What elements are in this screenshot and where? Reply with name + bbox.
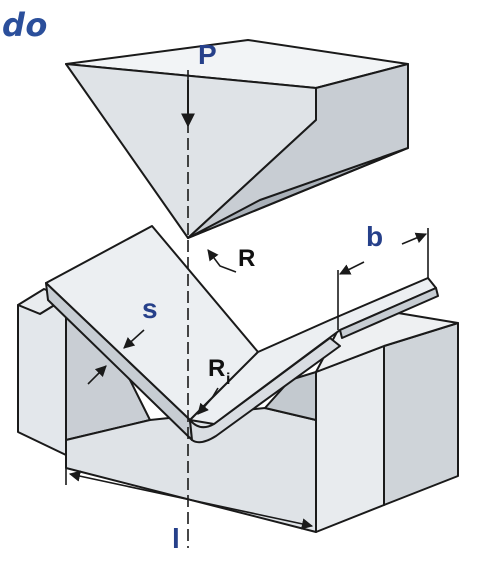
label-outer-radius: R [238, 245, 255, 272]
label-thickness-s: s [142, 293, 158, 324]
die-right-side-face [383, 322, 459, 506]
sheet-bend [189, 337, 341, 444]
title-fragment: do [2, 6, 48, 44]
punch [65, 39, 409, 239]
label-inner-radius-subscript: i [226, 371, 230, 388]
annotations [65, 70, 429, 548]
thickness-arrow-upper [123, 329, 145, 349]
label-width-b: b [366, 221, 383, 252]
punch-bevel [187, 147, 409, 239]
outer-radius-leader [207, 249, 237, 273]
label-force-P: P [198, 39, 217, 70]
die-right-front-face [315, 345, 385, 533]
label-die-opening-l: l [172, 523, 180, 554]
width-arrow-left [338, 261, 365, 275]
opening-dimension-line [68, 470, 314, 530]
inner-radius-leader [197, 387, 219, 415]
label-inner-radius: R [208, 355, 225, 382]
sheet-right-edge [339, 287, 439, 339]
thickness-arrow-lower [87, 365, 107, 385]
punch-front-face [65, 63, 317, 239]
width-arrow-right [401, 232, 428, 245]
workpiece [45, 225, 439, 444]
die-left-front-face [17, 297, 67, 456]
